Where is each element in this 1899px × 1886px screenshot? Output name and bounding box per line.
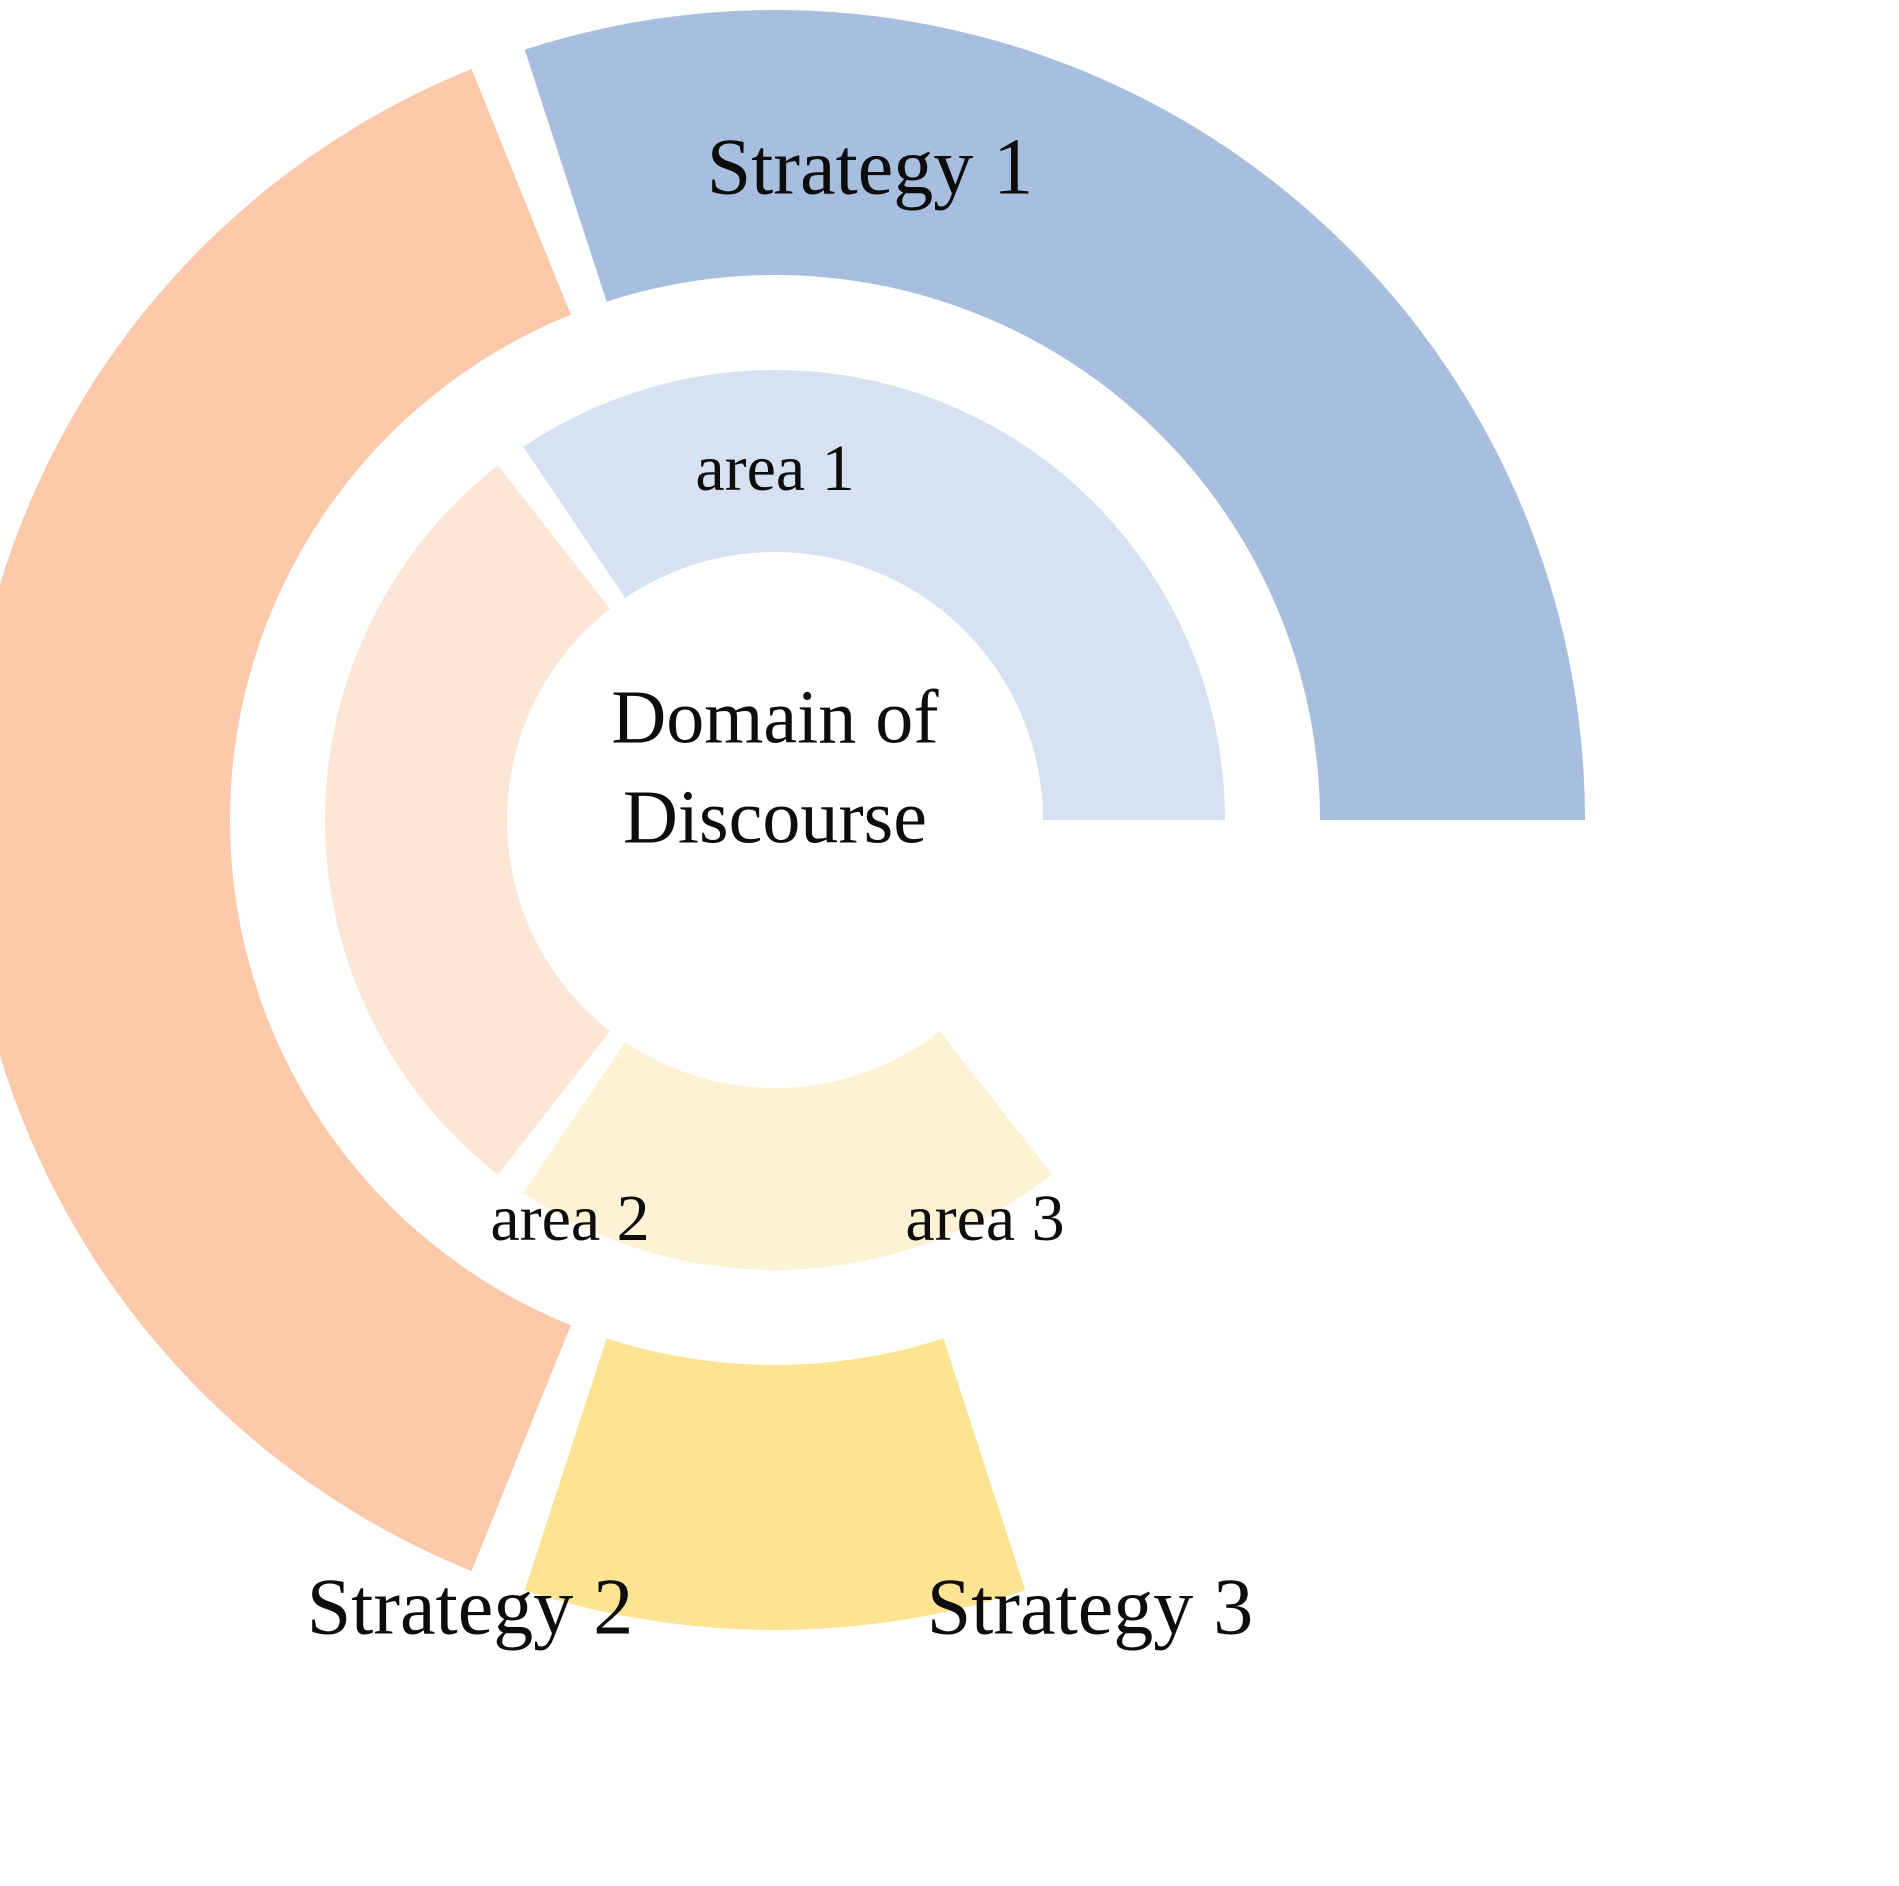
segment-strategy-1[interactable] <box>0 68 571 1572</box>
segment-strategy-3[interactable] <box>524 10 1585 821</box>
segment-area-1[interactable] <box>324 465 611 1175</box>
outer-ring-group <box>0 10 1585 1630</box>
center-title-line-1: Domain of <box>611 675 939 759</box>
center-title-line-2: Discourse <box>623 775 927 859</box>
label-strategy-1: Strategy 1 <box>707 123 1034 211</box>
inner-ring-labels: area 1 area 2 area 3 <box>490 432 1064 1255</box>
label-area-1: area 1 <box>695 432 854 505</box>
center-label-group: Domain of Discourse <box>611 675 939 859</box>
segment-area-2[interactable] <box>523 1031 1053 1270</box>
segment-strategy-2[interactable] <box>524 1338 1026 1630</box>
segment-area-3[interactable] <box>523 369 1225 820</box>
label-area-3: area 3 <box>905 1182 1064 1255</box>
label-strategy-2: Strategy 2 <box>307 1563 634 1651</box>
outer-ring-labels: Strategy 1 Strategy 2 Strategy 3 <box>307 123 1254 1651</box>
inner-ring-group <box>324 369 1225 1270</box>
label-strategy-3: Strategy 3 <box>927 1563 1254 1651</box>
label-area-2: area 2 <box>490 1182 649 1255</box>
